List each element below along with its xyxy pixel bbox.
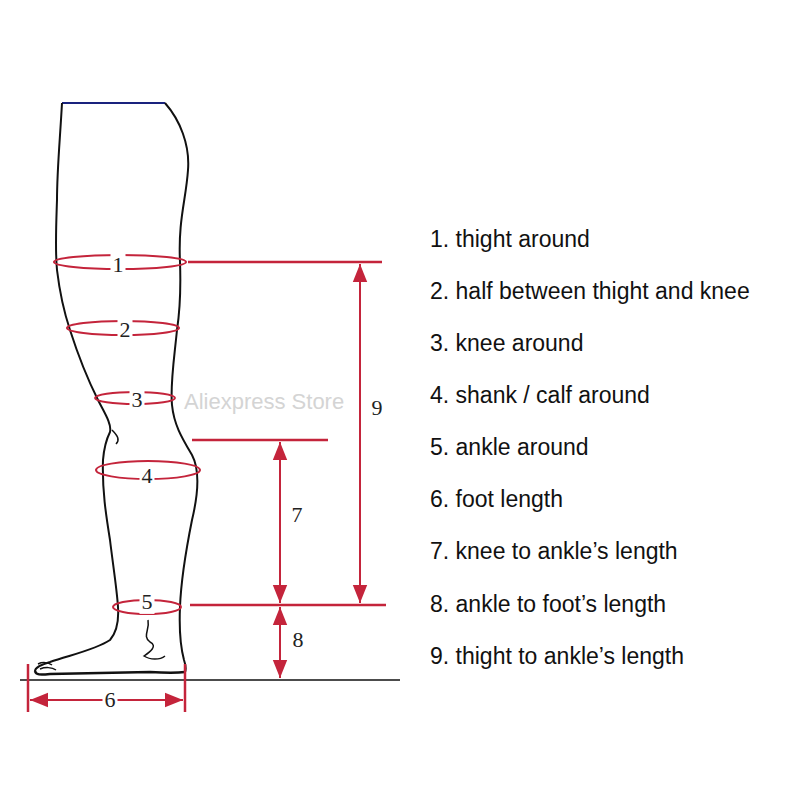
- legend-item: 7. knee to ankle’s length: [430, 539, 678, 564]
- sole-outline: [35, 671, 185, 675]
- dimension-line: [359, 264, 361, 603]
- extension-line: [188, 261, 382, 264]
- legend-item: 9. thight to ankle’s length: [430, 644, 684, 669]
- legend-item: 3. knee around: [430, 331, 583, 356]
- dimension-line: [279, 442, 281, 603]
- legend-item: 1. thight around: [430, 227, 590, 252]
- leg-back-outline: [165, 103, 197, 672]
- toes: [38, 663, 56, 670]
- dimension-lines: [28, 262, 386, 712]
- callout-number: 5: [140, 590, 155, 614]
- extension-line: [190, 604, 386, 607]
- callout-number: 2: [118, 318, 133, 342]
- dimension-number: 8: [291, 628, 306, 652]
- cut-line: [62, 102, 165, 104]
- ankle-bone: [144, 620, 165, 659]
- dimension-number: 7: [290, 503, 305, 527]
- legend-item: 6. foot length: [430, 487, 563, 512]
- legend-item: 8. ankle to foot’s length: [430, 592, 666, 617]
- leg-front-outline: [35, 103, 118, 671]
- legend-item: 5. ankle around: [430, 435, 589, 460]
- callout-number: 3: [130, 388, 145, 412]
- extension-line: [192, 439, 328, 442]
- dimension-line: [279, 607, 281, 678]
- dimension-number: 6: [103, 688, 118, 712]
- watermark: Aliexpress Store: [180, 390, 348, 414]
- legend-item: 4. shank / calf around: [430, 383, 650, 408]
- legend-item: 2. half between thight and knee: [430, 279, 750, 304]
- extension-line: [184, 664, 187, 712]
- extension-line: [27, 664, 30, 712]
- dimension-number: 9: [370, 396, 385, 420]
- knee-mark: [112, 430, 118, 444]
- ground-line: [20, 679, 400, 681]
- callout-number: 4: [140, 464, 155, 488]
- measure-rings: [54, 255, 200, 614]
- callout-number: 1: [111, 253, 126, 277]
